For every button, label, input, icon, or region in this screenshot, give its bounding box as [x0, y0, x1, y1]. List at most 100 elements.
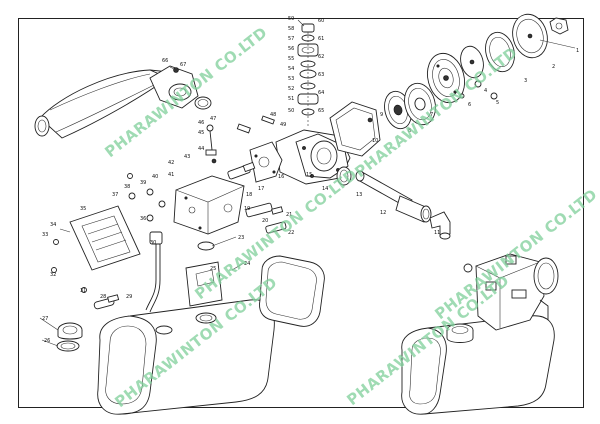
callout-39: 39	[140, 180, 146, 186]
callout-8: 8	[408, 128, 411, 134]
small-fasteners-right	[459, 80, 498, 100]
side-filter	[69, 205, 141, 271]
callout-29: 29	[126, 294, 132, 300]
callout-15: 15	[306, 172, 312, 178]
callout-32: 32	[50, 272, 56, 278]
valve-cartridge-c	[265, 221, 287, 234]
drawing-frame	[18, 18, 584, 408]
callout-9: 9	[380, 112, 383, 118]
callout-35: 35	[80, 206, 86, 212]
callout-6: 6	[468, 102, 471, 108]
callout-34: 34	[50, 222, 56, 228]
callout-1: 1	[576, 48, 579, 54]
elbow-fitting	[429, 211, 451, 240]
callout-49: 49	[280, 122, 286, 128]
callout-2: 2	[552, 64, 555, 70]
callout-67: 67	[180, 62, 186, 68]
screws-left	[51, 173, 166, 293]
callout-21: 21	[286, 212, 292, 218]
callout-16: 16	[278, 174, 284, 180]
callout-63: 63	[318, 72, 324, 78]
callout-64: 64	[318, 90, 324, 96]
assembled-pump-unit	[463, 253, 559, 331]
nut-part	[549, 17, 569, 35]
fan-disc	[426, 52, 466, 104]
cover-disc	[485, 31, 515, 73]
callout-17: 17	[258, 186, 264, 192]
callout-65: 65	[318, 108, 324, 114]
callout-43: 43	[184, 154, 190, 160]
callout-5: 5	[496, 100, 499, 106]
callout-48: 48	[270, 112, 276, 118]
callout-54: 54	[288, 66, 294, 72]
callout-3: 3	[524, 78, 527, 84]
callout-31: 31	[80, 288, 86, 294]
callout-59: 59	[288, 16, 294, 22]
callout-37: 37	[112, 192, 118, 198]
callout-24: 24	[244, 261, 250, 267]
callout-44: 44	[198, 146, 204, 152]
callout-4: 4	[484, 88, 487, 94]
fuel-tank	[97, 261, 275, 415]
callout-47: 47	[210, 116, 216, 122]
filler-cap	[57, 322, 83, 340]
leader-lines	[39, 19, 576, 347]
tank-o-ring	[197, 241, 215, 251]
callout-26: 26	[44, 338, 50, 344]
callout-57: 57	[288, 36, 294, 42]
callout-58: 58	[288, 26, 294, 32]
callout-30: 30	[150, 240, 156, 246]
callout-52: 52	[288, 86, 294, 92]
callout-56: 56	[288, 46, 294, 52]
callout-20: 20	[262, 218, 268, 224]
callout-11: 11	[434, 230, 440, 236]
callout-41: 41	[168, 172, 174, 178]
drive-shaft	[355, 170, 432, 223]
callout-27: 27	[42, 316, 48, 322]
callout-12: 12	[380, 210, 386, 216]
end-cap-disc	[512, 13, 548, 59]
callout-55: 55	[288, 56, 294, 62]
callout-14: 14	[322, 186, 328, 192]
callout-23: 23	[238, 235, 244, 241]
gasket-plate	[249, 141, 283, 183]
callout-25: 25	[210, 266, 216, 272]
callout-45: 45	[198, 130, 204, 136]
callout-33: 33	[42, 232, 48, 238]
callout-13: 13	[356, 192, 362, 198]
callout-22: 22	[288, 230, 294, 236]
callout-50: 50	[288, 108, 294, 114]
callout-36: 36	[140, 216, 146, 222]
sensor-pipe	[93, 231, 163, 313]
callout-numbers: 1 2 3 4 5 6 7 8 9 10 11 12 13 14 15 16 1…	[42, 16, 579, 344]
control-block	[173, 175, 245, 235]
callout-38: 38	[124, 184, 130, 190]
gear-stack	[297, 23, 319, 128]
callout-19: 19	[244, 206, 250, 212]
valve-cartridge-a	[227, 161, 256, 180]
magnet-disc	[404, 82, 436, 126]
callout-42: 42	[168, 160, 174, 166]
callout-51: 51	[288, 96, 294, 102]
callout-60: 60	[318, 18, 324, 24]
cover-gasket	[329, 101, 381, 157]
valve-cartridge-b	[245, 202, 284, 218]
callout-10: 10	[372, 138, 378, 144]
callout-46: 46	[198, 120, 204, 126]
callout-7: 7	[430, 112, 433, 118]
callout-62: 62	[318, 54, 324, 60]
callout-53: 53	[288, 76, 294, 82]
callout-28: 28	[100, 294, 106, 300]
o-ring-small	[336, 166, 352, 186]
filler-gasket	[56, 340, 80, 352]
exhaust-elbow-part	[149, 65, 212, 110]
callout-66: 66	[162, 58, 168, 64]
tank-seal-ring	[259, 255, 325, 327]
pins-upper-center	[205, 115, 275, 164]
backplate-disc	[460, 45, 484, 79]
assembled-tank	[401, 315, 555, 415]
callout-40: 40	[152, 174, 158, 180]
callout-18: 18	[246, 192, 252, 198]
pump-housing	[275, 129, 351, 185]
